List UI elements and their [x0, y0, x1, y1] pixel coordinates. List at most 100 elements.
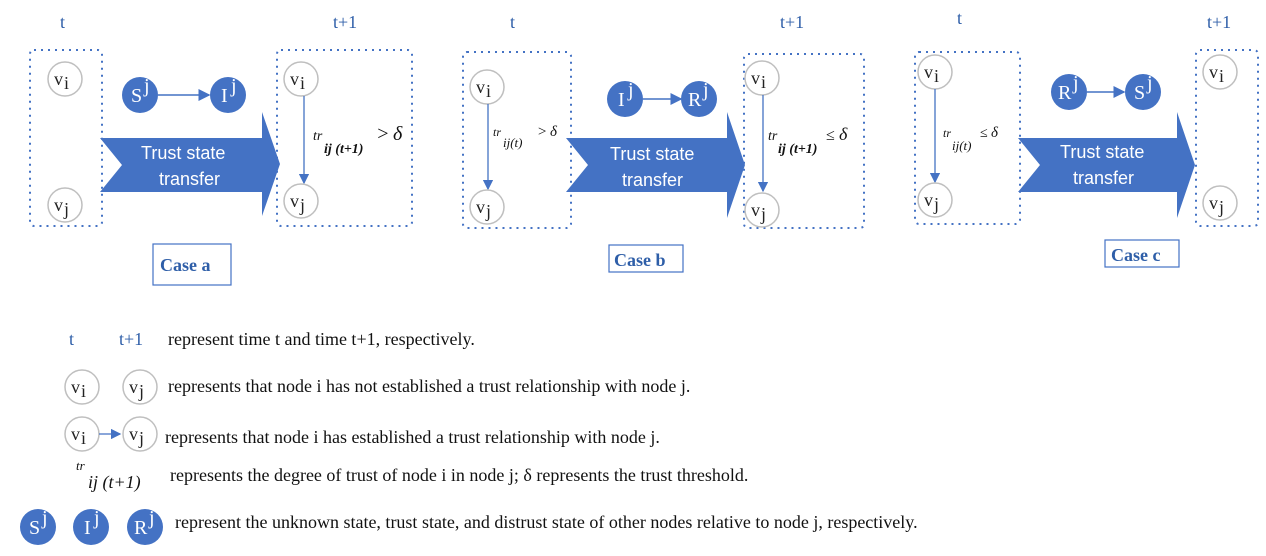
svg-text:Case c: Case c — [1111, 245, 1160, 265]
svg-text:j: j — [933, 194, 939, 214]
svg-text:transfer: transfer — [159, 169, 220, 189]
svg-text:≤: ≤ — [980, 126, 988, 141]
svg-text:tr: tr — [768, 129, 778, 144]
svg-text:v: v — [54, 69, 63, 89]
node-vi: v i — [283, 61, 319, 97]
case-a-label: Case a — [152, 243, 232, 286]
legend-time: t t+1 represent time t and time t+1, res… — [69, 329, 475, 349]
time-label-t1-a: t+1 — [333, 12, 357, 32]
svg-text:j: j — [1218, 197, 1224, 217]
svg-text:represent the unknown state, t: represent the unknown state, trust state… — [175, 512, 918, 532]
node-vi: v i — [1202, 54, 1238, 90]
svg-text:v: v — [129, 424, 138, 444]
svg-text:represents that node i has est: represents that node i has established a… — [165, 427, 660, 447]
svg-text:represent time t and time t+1,: represent time t and time t+1, respectiv… — [168, 329, 475, 349]
svg-text:Case b: Case b — [614, 250, 666, 270]
svg-text:j: j — [148, 507, 155, 529]
trust-relation-c: tr ij(t) ≤ δ — [943, 125, 999, 153]
dotted-box-a-right — [276, 49, 413, 227]
svg-text:R: R — [1058, 82, 1072, 104]
svg-text:j: j — [41, 507, 48, 529]
node-vj: v j — [917, 182, 953, 218]
time-label-t1-c: t+1 — [1207, 12, 1231, 32]
svg-text:v: v — [129, 377, 138, 397]
trust-relation-b: tr ij(t) > δ — [493, 124, 558, 150]
svg-text:ij (t+1): ij (t+1) — [88, 472, 141, 493]
svg-text:I: I — [221, 85, 228, 107]
svg-text:v: v — [476, 77, 485, 97]
svg-text:v: v — [751, 200, 760, 220]
svg-text:R: R — [688, 89, 702, 111]
svg-text:ij (t+1): ij (t+1) — [324, 142, 363, 157]
node-vi: v i — [47, 61, 83, 97]
svg-text:I: I — [618, 89, 625, 111]
node-vi: v i — [744, 60, 780, 96]
svg-text:v: v — [924, 62, 933, 82]
svg-text:S: S — [1134, 82, 1145, 104]
svg-text:v: v — [71, 377, 80, 397]
svg-text:transfer: transfer — [622, 170, 683, 190]
svg-text:t: t — [69, 329, 74, 349]
svg-text:i: i — [486, 81, 491, 101]
trust-transfer-arrow-c: Trust state transfer — [1018, 112, 1195, 218]
svg-text:j: j — [1072, 72, 1079, 94]
svg-text:tr: tr — [493, 125, 501, 139]
svg-text:j: j — [143, 75, 150, 97]
svg-text:v: v — [290, 69, 299, 89]
svg-text:S: S — [29, 517, 40, 539]
svg-text:i: i — [81, 381, 86, 401]
legend-trust: v i v j represents that node i has estab… — [64, 416, 660, 452]
dotted-box-c-right — [1195, 49, 1259, 227]
case-c-label: Case c — [1104, 239, 1180, 268]
node-vj: v j — [469, 189, 505, 225]
svg-text:v: v — [924, 190, 933, 210]
svg-text:ij(t): ij(t) — [952, 138, 972, 153]
node-vj: v j — [744, 192, 780, 228]
svg-text:δ: δ — [550, 124, 558, 140]
legend-degree: tr ij (t+1) represents the degree of tru… — [76, 458, 748, 493]
svg-text:ij(t): ij(t) — [503, 135, 523, 150]
svg-text:transfer: transfer — [1073, 168, 1134, 188]
svg-text:I: I — [84, 517, 91, 539]
svg-text:j: j — [299, 195, 305, 215]
svg-text:j: j — [485, 201, 491, 221]
svg-text:j: j — [702, 79, 709, 101]
svg-text:Trust state: Trust state — [141, 143, 225, 163]
time-label-t1-b: t+1 — [780, 12, 804, 32]
svg-text:i: i — [64, 73, 69, 93]
svg-text:S: S — [131, 85, 142, 107]
svg-text:i: i — [81, 428, 86, 448]
state-r-b: R j — [681, 79, 717, 117]
svg-text:j: j — [93, 507, 100, 529]
svg-text:>: > — [537, 124, 547, 140]
svg-text:ij (t+1): ij (t+1) — [778, 142, 817, 157]
svg-text:Trust state: Trust state — [1060, 142, 1144, 162]
time-label-t-c: t — [957, 8, 962, 28]
dotted-box-b-right — [743, 53, 865, 229]
state-r-c: R j — [1051, 72, 1087, 110]
svg-text:j: j — [760, 204, 766, 224]
svg-text:represents that node i has not: represents that node i has not establish… — [168, 376, 690, 396]
svg-text:Trust state: Trust state — [610, 144, 694, 164]
trust-relation-a: tr ij (t+1) > δ — [313, 123, 403, 157]
node-vj: v j — [283, 183, 319, 219]
svg-text:j: j — [230, 75, 237, 97]
svg-text:v: v — [1209, 62, 1218, 82]
svg-text:v: v — [476, 197, 485, 217]
svg-text:δ: δ — [991, 125, 999, 141]
svg-text:≤: ≤ — [826, 127, 835, 144]
svg-text:δ: δ — [839, 124, 848, 144]
svg-text:R: R — [134, 517, 148, 539]
time-label-t-a: t — [60, 12, 65, 32]
node-vj: v j — [47, 187, 83, 223]
svg-text:tr: tr — [943, 126, 951, 140]
svg-text:Case a: Case a — [160, 255, 211, 275]
svg-text:tr: tr — [76, 458, 86, 473]
time-label-t-b: t — [510, 12, 515, 32]
svg-text:v: v — [290, 191, 299, 211]
case-b-label: Case b — [608, 244, 684, 273]
node-vi: v i — [469, 69, 505, 105]
trust-transfer-arrow-a: Trust state transfer — [100, 112, 280, 216]
svg-text:i: i — [1219, 66, 1224, 86]
